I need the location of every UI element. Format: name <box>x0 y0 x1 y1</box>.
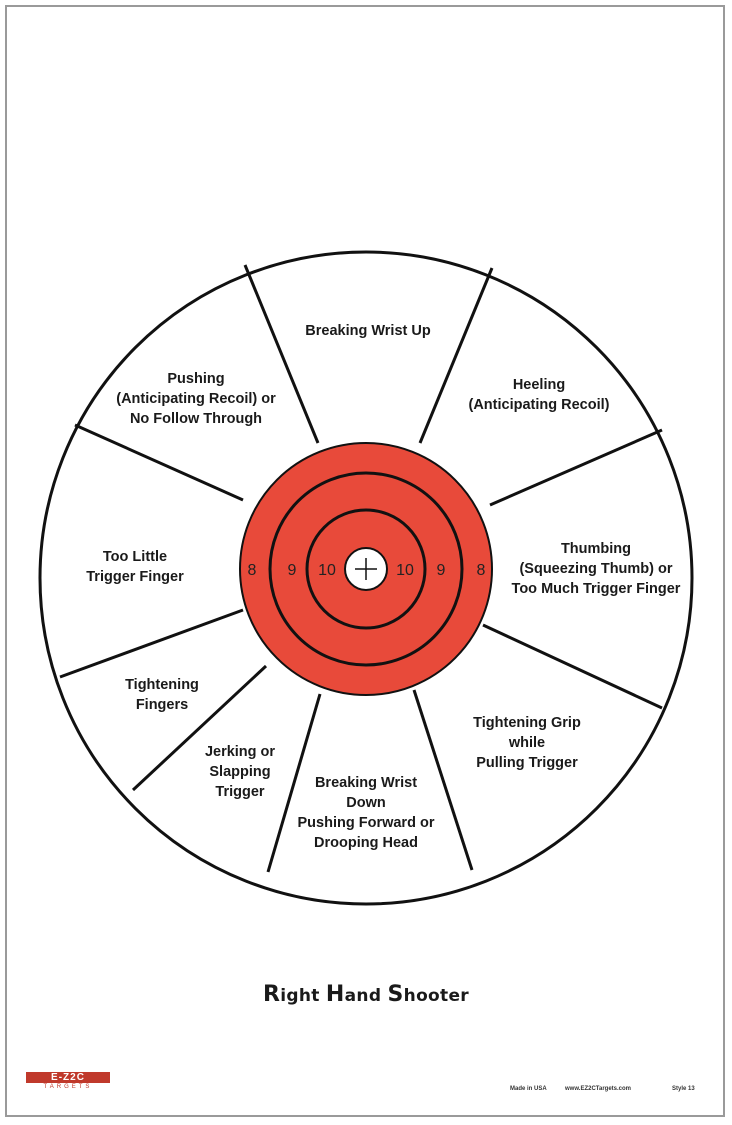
label-jerking-line-1: Jerking or <box>205 744 275 760</box>
segment-divider-1 <box>243 264 320 444</box>
segment-dividers <box>59 264 663 873</box>
label-pushing-line-3: No Follow Through <box>130 411 262 427</box>
segment-divider-5 <box>412 689 474 871</box>
segment-divider-3 <box>489 428 663 507</box>
bullseye-ring-9 <box>268 471 464 667</box>
label-thumbing: Thumbing (Squeezing Thumb) or Too Much Tri… <box>512 541 681 597</box>
label-tightening-fingers-line-1: Tightening <box>125 677 199 693</box>
ring-number-left-9: 9 <box>288 562 297 579</box>
brand-logo-mark: E-Z2C <box>26 1072 110 1083</box>
label-tightening-grip-line-3: Pulling Trigger <box>476 755 578 771</box>
label-breaking-wrist-down-line-4: Drooping Head <box>314 835 418 851</box>
label-breaking-wrist-down-line-2: Down <box>346 795 385 811</box>
segment-divider-8 <box>59 608 244 679</box>
page-title: Right Hand Shooter <box>263 982 469 1007</box>
label-pushing: Pushing (Anticipating Recoil) or No Follow… <box>116 371 276 427</box>
bullseye-ring-10 <box>305 508 427 630</box>
label-thumbing-line-2: (Squeezing Thumb) or <box>519 561 672 577</box>
label-heeling: Heeling (Anticipating Recoil) <box>469 377 610 413</box>
made-in-label: Made in USA <box>510 1086 547 1092</box>
label-breaking-wrist-up: Breaking Wrist Up <box>305 323 431 339</box>
website-label: www.EZ2CTargets.com <box>565 1086 632 1092</box>
label-breaking-wrist-down-line-3: Pushing Forward or <box>298 815 435 831</box>
segment-divider-6 <box>266 693 322 873</box>
label-heeling-line-1: Heeling <box>513 377 565 393</box>
label-pushing-line-2: (Anticipating Recoil) or <box>116 391 276 407</box>
segment-divider-9 <box>74 423 244 502</box>
brand-logo-sub: TARGETS <box>43 1084 93 1090</box>
label-breaking-wrist-down-line-1: Breaking Wrist <box>315 775 417 791</box>
label-pushing-line-1: Pushing <box>167 371 224 387</box>
segment-divider-4 <box>482 623 663 710</box>
ring-number-right-10: 10 <box>396 562 414 579</box>
label-tightening-fingers-line-2: Fingers <box>136 697 188 713</box>
label-breaking-wrist-up-line-1: Breaking Wrist Up <box>305 323 431 339</box>
label-thumbing-line-3: Too Much Trigger Finger <box>512 581 681 597</box>
ring-number-left-10: 10 <box>318 562 336 579</box>
style-label: Style 13 <box>672 1086 695 1092</box>
label-too-little-trigger-finger-line-1: Too Little <box>103 549 167 565</box>
ring-number-right-9: 9 <box>437 562 446 579</box>
label-heeling-line-2: (Anticipating Recoil) <box>469 397 610 413</box>
segment-labels: Breaking Wrist Up Heeling (Anticipating Re… <box>86 323 681 851</box>
ring-number-right-8: 8 <box>477 562 486 579</box>
label-jerking-line-3: Trigger <box>215 784 265 800</box>
segment-divider-2 <box>418 267 494 444</box>
brand-logo: E-Z2C TARGETS <box>26 1072 114 1092</box>
ring-number-left-8: 8 <box>248 562 257 579</box>
label-jerking-line-2: Slapping <box>209 764 270 780</box>
label-too-little-trigger-finger-line-2: Trigger Finger <box>86 569 184 585</box>
label-tightening-grip-line-1: Tightening Grip <box>473 715 581 731</box>
label-tightening-grip-line-2: while <box>508 735 545 751</box>
segment-divider-7 <box>131 664 268 792</box>
label-thumbing-line-1: Thumbing <box>561 541 631 557</box>
